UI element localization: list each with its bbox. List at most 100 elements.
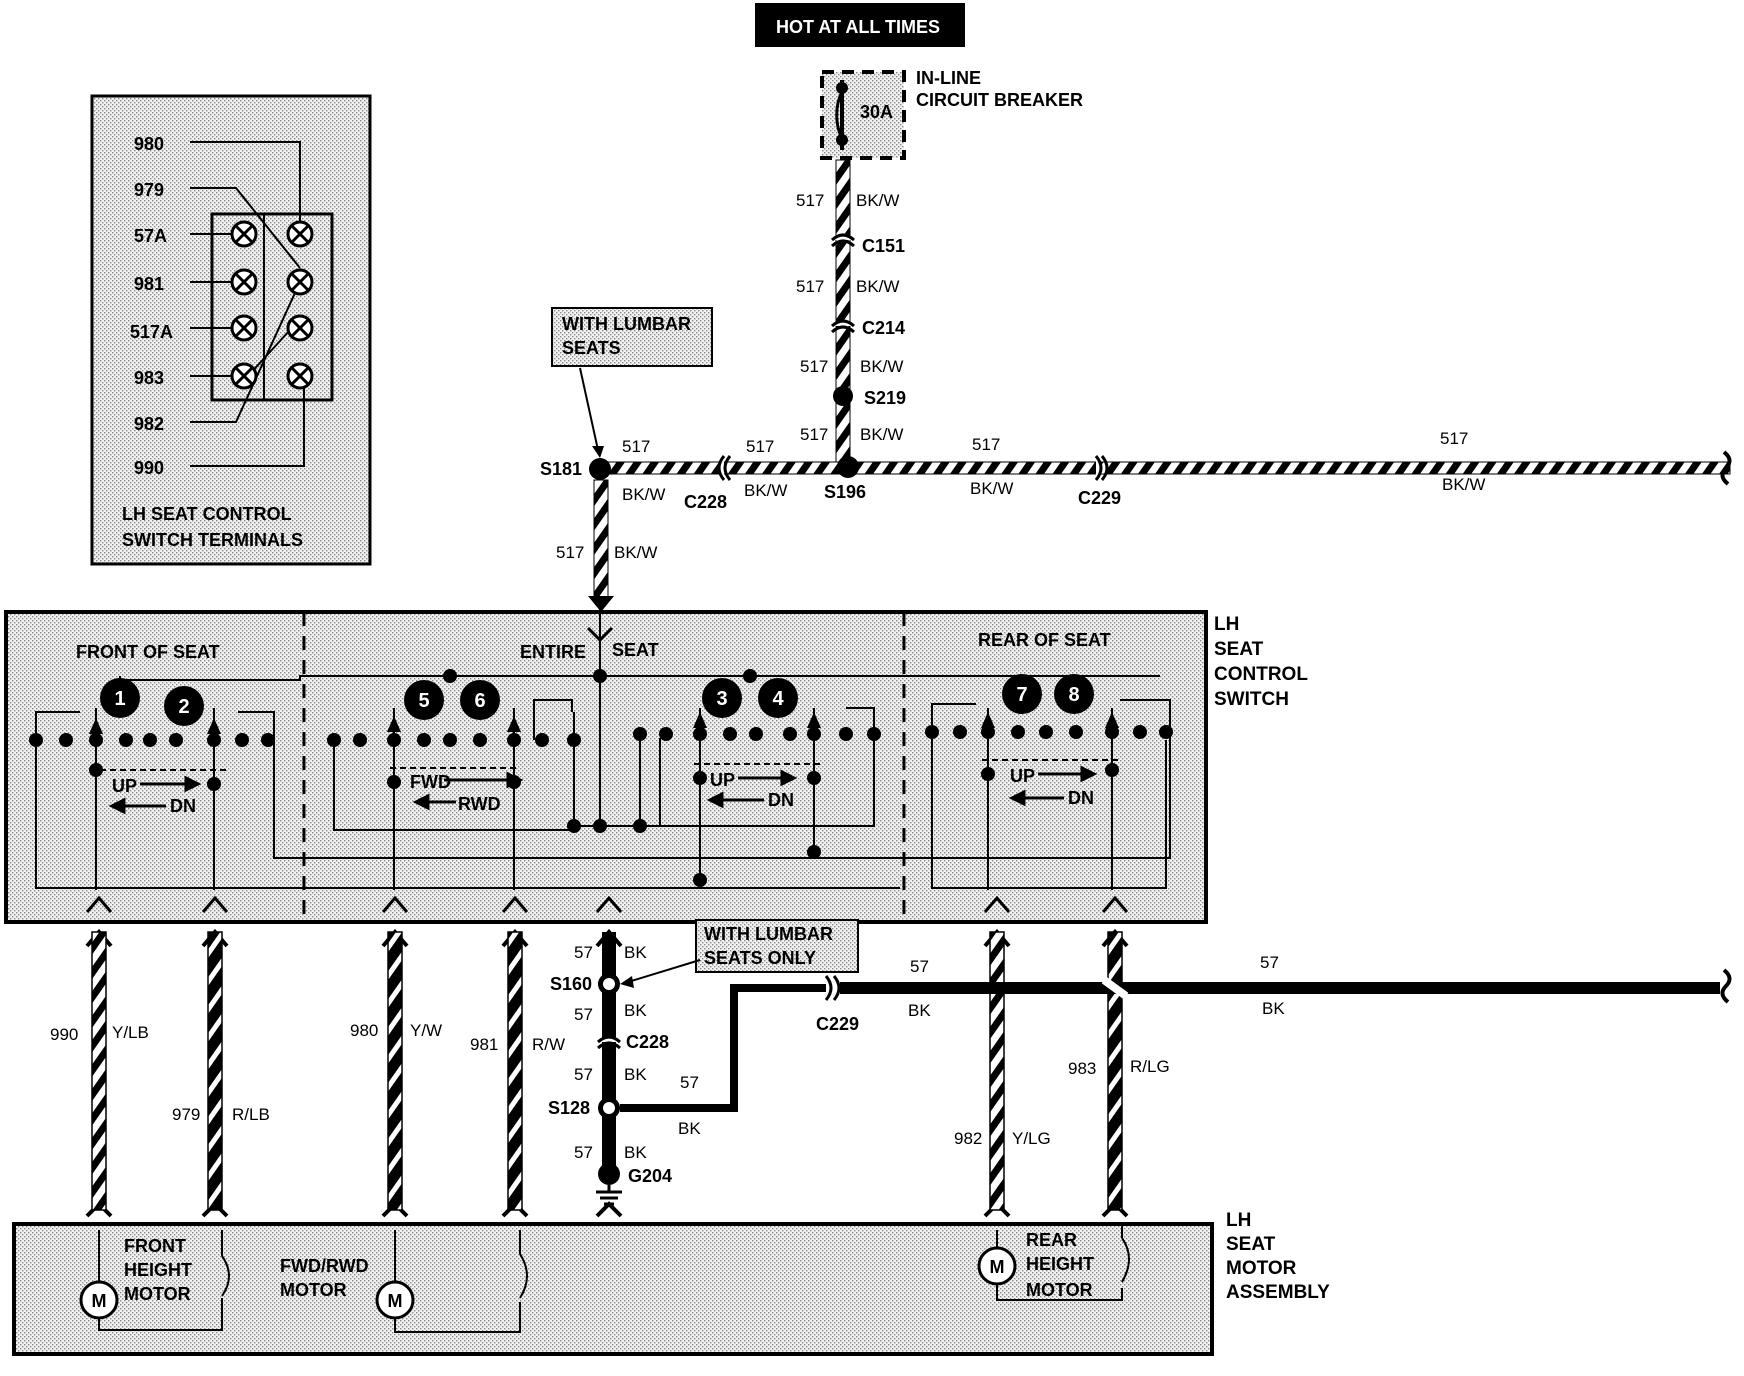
wire-color: Y/LB — [112, 1023, 149, 1042]
wire-label: 57 — [574, 1005, 593, 1024]
terminal-socket — [230, 314, 258, 342]
contact-dot — [807, 845, 821, 859]
wire-color: BK/W — [860, 357, 903, 376]
front-motor-3: MOTOR — [124, 1284, 191, 1304]
contact-dot — [443, 669, 457, 683]
splice-s128: S128 — [548, 1098, 590, 1118]
contact-dot — [261, 733, 275, 747]
contact-dot — [593, 819, 607, 833]
contact-dot — [417, 733, 431, 747]
contact-dot — [169, 733, 183, 747]
wire-label: 517 — [800, 357, 828, 376]
terminal-socket — [286, 220, 314, 248]
wire-label: 517 — [796, 191, 824, 210]
wire-label: 517 — [622, 437, 650, 456]
wire-color: BK/W — [1442, 475, 1485, 494]
wire-label: 57 — [680, 1073, 699, 1092]
contact-number: 5 — [404, 680, 444, 720]
pivot-arrow — [507, 716, 521, 732]
front-motor-2: HEIGHT — [124, 1260, 192, 1280]
wire-color: BK — [908, 1001, 931, 1020]
breaker-rating: 30A — [860, 102, 893, 122]
direction-labels: UP DN FWD RWD UP DN UP DN — [108, 765, 1098, 816]
svg-text:M: M — [388, 1291, 403, 1311]
contact-dot — [867, 727, 881, 741]
contact-dot — [143, 733, 157, 747]
svg-text:2: 2 — [178, 696, 189, 718]
contact-dot — [473, 733, 487, 747]
switch-title-1: LH — [1214, 614, 1239, 635]
hot-at-all-times-banner: HOT AT ALL TIMES — [755, 3, 965, 47]
wire-label: 979 — [172, 1105, 200, 1124]
contact-dot — [1105, 725, 1119, 739]
contact-dot — [593, 669, 607, 683]
wire-color: BK/W — [970, 479, 1013, 498]
ground-g204: G204 — [628, 1166, 672, 1186]
wire-color: BK — [1262, 999, 1285, 1018]
contact-dot — [1159, 725, 1173, 739]
wire-label: 57 — [574, 1065, 593, 1084]
wire-color: R/W — [532, 1035, 565, 1054]
contact-dot — [535, 733, 549, 747]
contact-dot — [567, 819, 581, 833]
connector-c229: C229 — [1078, 488, 1121, 508]
contact-dot — [743, 669, 757, 683]
motor-icon: M — [375, 1280, 415, 1320]
fwd-label: FWD — [410, 772, 451, 792]
connector-c151: C151 — [862, 236, 905, 256]
fwd-motor-1: FWD/RWD — [280, 1256, 369, 1276]
terminal-sockets — [230, 220, 314, 390]
contact-dot — [387, 775, 401, 789]
rear-motor-3: MOTOR — [1026, 1280, 1093, 1300]
switch-terminals-panel: 980 979 57A 981 517A 983 982 990 LH SEAT… — [90, 94, 372, 566]
wire-color: BK — [624, 1143, 647, 1162]
assembly-title-3: MOTOR — [1226, 1258, 1297, 1279]
pivot-arrow — [207, 718, 221, 734]
pivot-arrow — [1105, 712, 1119, 728]
contact-dot — [207, 777, 221, 791]
harness-wires: 990 Y/LB 979 R/LB 980 Y/W 981 R/W 982 Y/… — [50, 931, 1170, 1211]
contact-dot — [633, 819, 647, 833]
wire-color: BK/W — [856, 277, 899, 296]
wire-label: 517 — [796, 277, 824, 296]
wire-color: BK — [624, 1065, 647, 1084]
pivot-arrow — [387, 716, 401, 732]
lumbar-callout: WITH LUMBAR SEATS — [551, 307, 713, 458]
circuit-breaker: 30A IN-LINE CIRCUIT BREAKER — [820, 68, 1083, 160]
front-of-seat-label: FRONT OF SEAT — [76, 642, 220, 662]
wire-label: 517 — [800, 425, 828, 444]
assembly-title-4: ASSEMBLY — [1226, 1282, 1330, 1303]
wire-label: 517 — [1440, 429, 1468, 448]
wire-color: BK/W — [860, 425, 903, 444]
wire-label: 990 — [50, 1025, 78, 1044]
contact-dot — [981, 725, 995, 739]
contact-number: 3 — [702, 678, 742, 718]
rear-of-seat-label: REAR OF SEAT — [978, 630, 1111, 650]
connector-c228: C228 — [626, 1032, 669, 1052]
rwd-label: RWD — [458, 794, 501, 814]
terminal-983: 983 — [134, 368, 164, 388]
splice-s160: S160 — [550, 974, 592, 994]
wire-label: 57 — [574, 943, 593, 962]
lumbar-only-callout: WITH LUMBAR SEATS ONLY — [620, 919, 859, 988]
up-label: UP — [710, 770, 735, 790]
wire-color: BK/W — [622, 485, 665, 504]
terminal-990: 990 — [134, 458, 164, 478]
contact-dot — [327, 733, 341, 747]
contact-dot — [633, 727, 647, 741]
breaker-title-1: IN-LINE — [916, 68, 981, 88]
lumbar-only-2: SEATS ONLY — [704, 948, 816, 968]
terminal-980: 980 — [134, 134, 164, 154]
contact-dot — [839, 727, 853, 741]
wire-label: 980 — [350, 1021, 378, 1040]
splice-s196: S196 — [824, 482, 866, 502]
contact-dot — [1105, 763, 1119, 777]
seat-label: SEAT — [612, 640, 659, 660]
wire-color: R/LB — [232, 1105, 270, 1124]
contact-dot — [443, 733, 457, 747]
pivot-arrow — [89, 718, 103, 734]
